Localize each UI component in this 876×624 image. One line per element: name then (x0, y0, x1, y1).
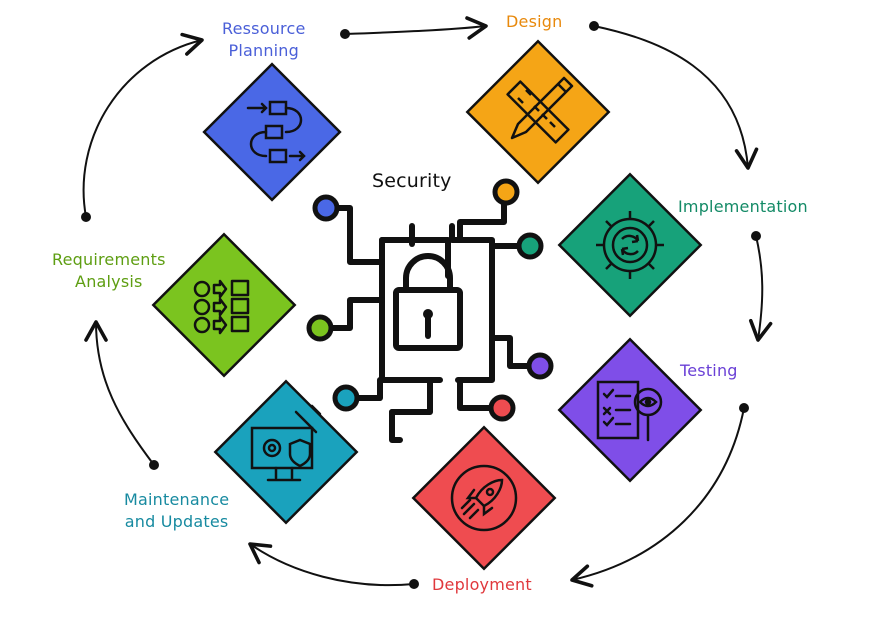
checklist-eye-icon (596, 380, 663, 442)
label-line: Requirements (52, 250, 166, 269)
diamond-implementation (557, 172, 703, 318)
node-bottom-left (332, 384, 360, 412)
arrow-maintenance-to-requirements (84, 320, 159, 470)
stage-deployment (411, 425, 557, 571)
arrow-requirements-to-planning (81, 32, 204, 222)
diamond-design (465, 39, 611, 185)
node-bottom-right (488, 394, 516, 422)
label-line: Design (506, 12, 563, 31)
rocket-icon (450, 464, 518, 532)
diamond-maintenance (213, 379, 359, 525)
label-deployment: Deployment (432, 574, 532, 596)
label-line: Deployment (432, 575, 532, 594)
stage-implementation (557, 172, 703, 318)
diamond-resource-planning (202, 62, 342, 202)
arrow-design-to-implementation (589, 21, 759, 170)
process-blocks-icon (193, 279, 250, 335)
monitor-wrench-icon (250, 404, 322, 482)
label-line: Testing (680, 361, 738, 380)
flowchart-icon (246, 100, 306, 164)
label-maintenance: Maintenance and Updates (124, 489, 229, 533)
ruler-pencil-icon (506, 76, 574, 144)
center-label-security: Security (372, 170, 452, 192)
label-testing: Testing (680, 360, 738, 382)
arrow-testing-to-deployment (570, 403, 749, 588)
stage-maintenance (213, 379, 359, 525)
label-line: Implementation (678, 197, 808, 216)
arrow-planning-to-design (340, 16, 488, 40)
node-left (306, 314, 334, 342)
stage-testing (557, 337, 703, 483)
label-resource-planning: Ressource Planning (222, 18, 306, 62)
arrow-deployment-to-maintenance (248, 542, 419, 589)
label-line: and Updates (124, 512, 229, 531)
label-design: Design (506, 11, 562, 33)
node-top-right (492, 178, 520, 206)
label-requirements: Requirements Analysis (52, 249, 166, 293)
label-line: Planning (228, 41, 300, 60)
circuit-nodes (306, 178, 554, 422)
gear-cycle-icon (596, 211, 664, 279)
cycle-arrows (81, 16, 773, 589)
node-top-left (312, 194, 340, 222)
stage-requirements (151, 232, 297, 378)
diamond-deployment (411, 425, 557, 571)
label-line: Maintenance (124, 490, 230, 509)
stage-resource-planning (202, 62, 342, 202)
node-right-lower (526, 352, 554, 380)
label-line: Analysis (75, 272, 143, 291)
label-implementation: Implementation (678, 196, 808, 218)
stage-design (465, 39, 611, 185)
arrow-implementation-to-testing (748, 231, 773, 342)
node-right-upper (516, 232, 544, 260)
label-line: Ressource (222, 19, 306, 38)
